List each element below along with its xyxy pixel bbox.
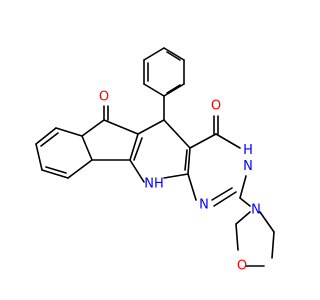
bond [211,187,233,201]
bond [103,119,139,135]
bond [187,173,197,201]
bond [40,132,59,147]
bond [163,47,185,61]
bond [239,175,247,199]
bond [239,197,251,207]
bond [235,211,251,225]
bond [163,83,185,97]
bond [187,147,191,175]
bond [166,84,181,94]
ketone-oxygen-label: O [99,90,109,105]
morpholine-oxygen-label: O [237,259,247,274]
ring-nh-label: NH [144,177,164,192]
bond [166,51,181,61]
bond [137,119,165,135]
bond [55,127,83,137]
lactam-nh-nitrogen: N [243,159,253,174]
bond [81,135,93,161]
bond [235,223,239,251]
bonds [35,47,275,267]
bond [143,83,165,97]
bond [215,133,241,149]
morpholine-nitrogen-label: N [251,203,261,218]
bond [129,159,145,183]
bond [81,119,105,137]
bond [129,133,139,161]
lactam-oxygen-label: O [211,99,221,114]
bond [184,149,188,171]
bond [133,137,143,161]
bond [271,231,275,259]
bond [41,169,69,179]
bond [35,127,57,145]
bond [67,159,93,179]
pyrimidine-nitrogen-label: N [199,198,209,213]
bond [163,173,189,179]
bond [143,47,165,61]
bond [163,119,191,149]
bond [259,211,275,233]
bond [213,191,237,207]
lactam-nh-hydrogen: H [243,143,253,158]
bond [35,143,43,171]
bond [189,133,217,149]
bond [45,166,67,174]
